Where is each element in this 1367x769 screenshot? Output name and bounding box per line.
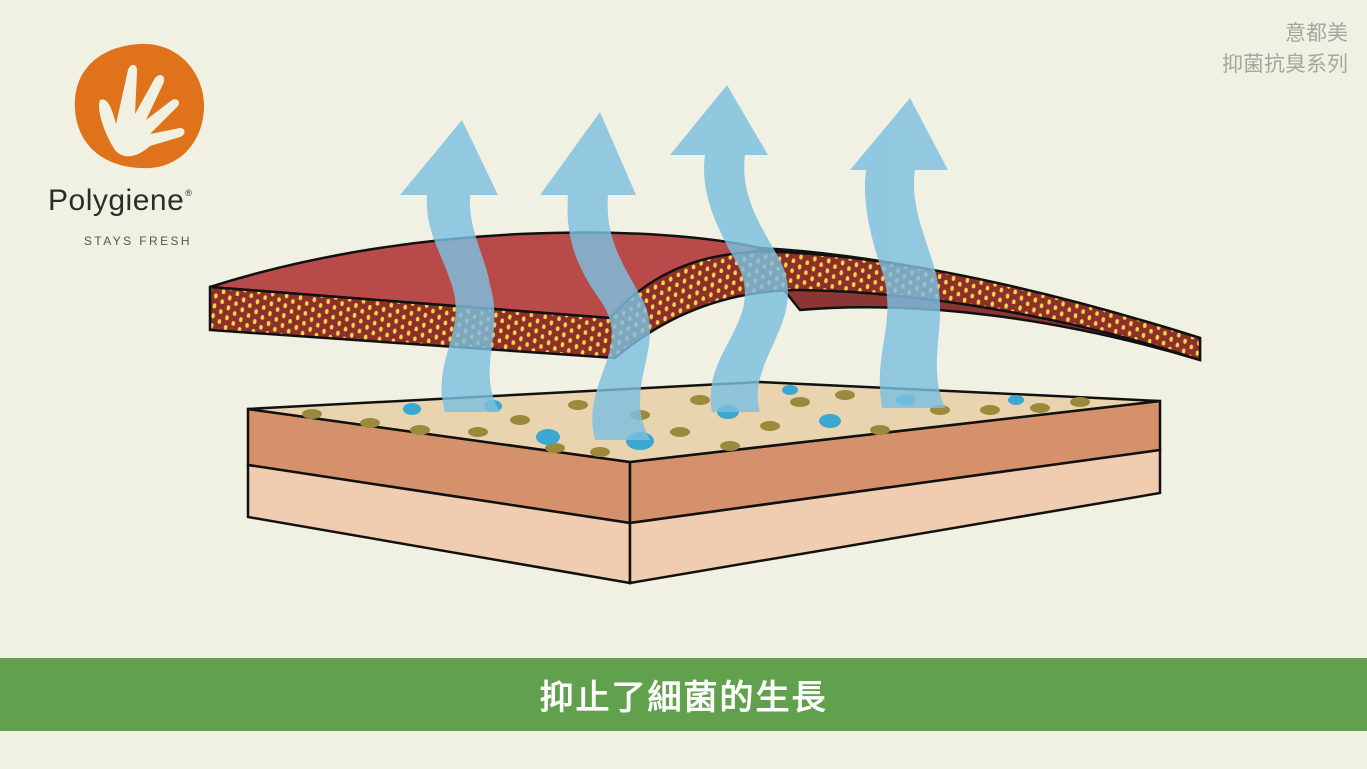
caption-bar: 抑止了細菌的生長 — [0, 658, 1367, 731]
polygiene-hand-logo — [74, 43, 205, 169]
vapor-arrows — [400, 85, 948, 440]
arrow-up-icon — [850, 98, 948, 408]
arrow-up-icon — [670, 85, 789, 412]
bacteria-dots — [302, 390, 1090, 457]
skin-block — [246, 380, 1162, 585]
corner-label-line1: 意都美 — [1285, 21, 1348, 45]
corner-label-line2: 抑菌抗臭系列 — [1222, 52, 1348, 76]
arrow-up-icon — [400, 120, 500, 412]
brand-tagline: STAYS FRESH — [84, 234, 192, 248]
registered-mark: ® — [185, 188, 193, 198]
corner-label: 意都美 抑菌抗臭系列 — [1222, 18, 1348, 80]
brand-name: Polygiene — [48, 184, 185, 217]
caption-text: 抑止了細菌的生長 — [539, 678, 828, 718]
polygiene-fabric — [208, 231, 1202, 362]
arrow-up-icon — [540, 112, 650, 440]
brand-wordmark: Polygiene® — [48, 184, 192, 218]
